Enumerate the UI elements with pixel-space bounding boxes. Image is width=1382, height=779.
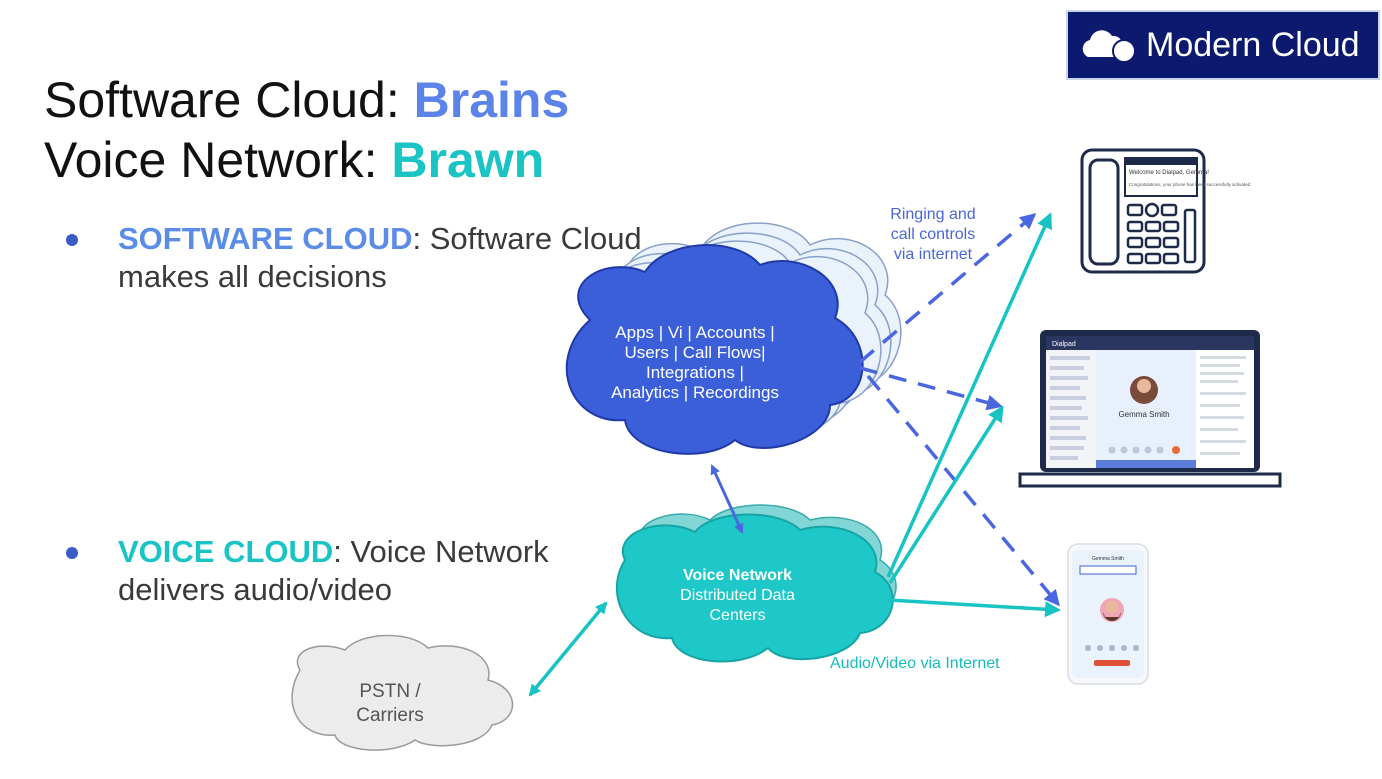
voice-network-cloud (615, 513, 894, 663)
software-cloud-stack (565, 222, 902, 455)
audio-video-arrows (886, 212, 1061, 618)
title-highlight-brawn: Brawn (391, 132, 545, 188)
modern-cloud-badge: Modern Cloud (1066, 10, 1380, 80)
laptop-device: Dialpad Gemma Smith (1018, 330, 1282, 488)
bullet-voice-cloud: VOICE CLOUD: Voice Network delivers audi… (66, 533, 646, 609)
title-line-1: Software Cloud: Brains (44, 72, 570, 128)
slide-title: Software Cloud: Brains Voice Network: Br… (44, 70, 569, 190)
software-cloud-label: Apps | Vi | Accounts | Users | Call Flow… (611, 323, 779, 402)
bullet-software-cloud: SOFTWARE CLOUD: Software Cloud makes all… (66, 220, 646, 296)
ringing-control-arrows (858, 213, 1060, 607)
bullet-dot (66, 234, 78, 246)
mobile-device: Gemma Smith (1067, 543, 1149, 685)
pstn-label: PSTN / Carriers (356, 681, 424, 726)
pstn-voice-link (528, 601, 608, 697)
desk-phone-device: Welcome to Dialpad, Gemma! Congratulatio… (1080, 148, 1251, 274)
badge-label: Modern Cloud (1146, 25, 1360, 64)
audio-video-label: Audio/Video via Internet (830, 655, 1000, 672)
voice-network-cloud-stack (615, 504, 897, 663)
laptop-contact-name: Gemma Smith (1118, 410, 1169, 419)
title-line-2: Voice Network: Brawn (44, 132, 545, 188)
cloud-icon (1082, 30, 1136, 63)
ringing-controls-label: Ringing and call controls via internet (890, 206, 976, 263)
desk-phone-screen-title: Welcome to Dialpad, Gemma! (1129, 170, 1209, 176)
software-cloud (565, 244, 864, 455)
bullet-dot (66, 547, 78, 559)
brains-brawn-link (710, 464, 744, 534)
laptop-app-name: Dialpad (1052, 341, 1076, 348)
mobile-contact-name: Gemma Smith (1092, 556, 1124, 562)
desk-phone-screen-body: Congratulations, your phone has been suc… (1129, 182, 1251, 187)
title-highlight-brains: Brains (413, 72, 570, 128)
voice-network-label: Voice Network Distributed Data Centers (680, 567, 795, 624)
pstn-cloud (291, 634, 514, 751)
